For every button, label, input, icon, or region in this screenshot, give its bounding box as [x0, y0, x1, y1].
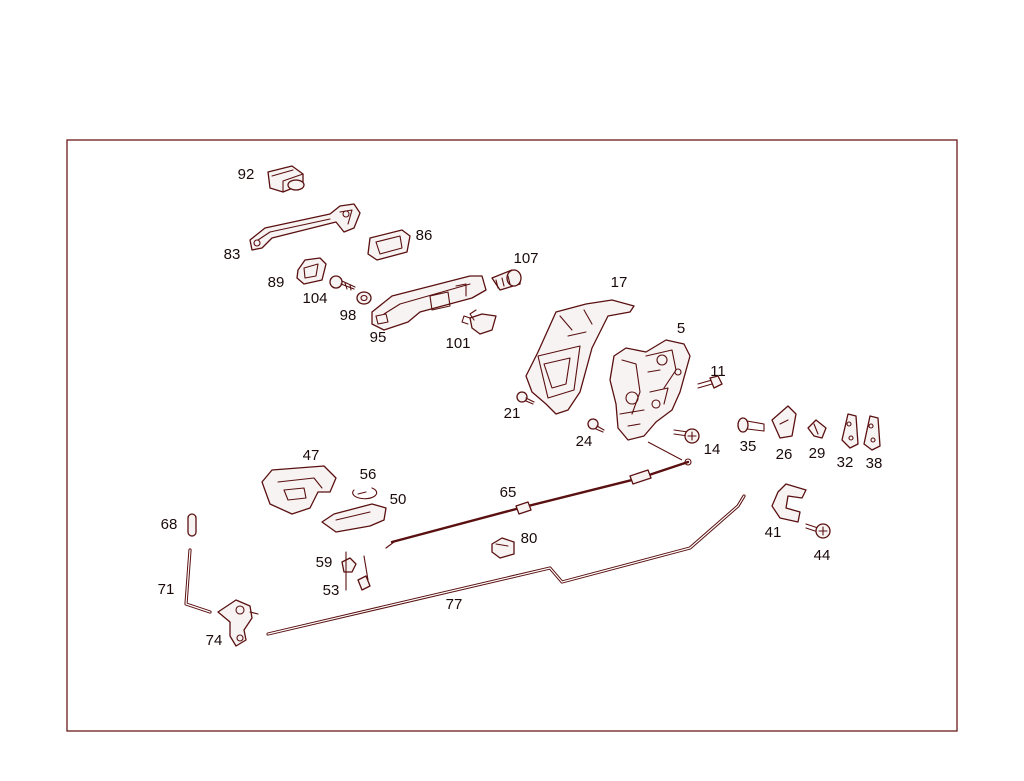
- callout-17: 17: [611, 274, 628, 291]
- part-26-retaining-clip: [771, 405, 797, 439]
- callout-50: 50: [390, 491, 407, 508]
- callout-56: 56: [360, 466, 377, 483]
- part-21-screw: [516, 391, 535, 405]
- part-11-screw: [697, 375, 723, 389]
- part-29-clip: [807, 419, 827, 439]
- callout-59: 59: [316, 554, 333, 571]
- part-92-lock-cylinder-cap: [267, 165, 305, 193]
- callout-95: 95: [370, 329, 387, 346]
- part-17-lock-bracket: [525, 299, 635, 415]
- part-101-spring-clip: [461, 309, 497, 335]
- callout-86: 86: [416, 227, 433, 244]
- callout-89: 89: [268, 274, 285, 291]
- callout-101: 101: [445, 335, 470, 352]
- callout-32: 32: [837, 454, 854, 471]
- callout-11: 11: [710, 363, 726, 380]
- callout-104: 104: [302, 290, 327, 307]
- part-44-screw: [805, 523, 831, 539]
- part-24-screw: [587, 418, 605, 433]
- part-5-door-lock: [609, 339, 691, 441]
- callout-44: 44: [814, 547, 831, 564]
- part-83-exterior-door-handle: [249, 203, 361, 251]
- callout-21: 21: [504, 405, 521, 422]
- part-65-bowden-cable: [385, 441, 692, 549]
- callout-80: 80: [521, 530, 538, 547]
- part-56-spring-clip: [352, 487, 378, 500]
- part-38-plate: [863, 415, 881, 451]
- callout-77: 77: [446, 596, 463, 613]
- callout-92: 92: [238, 166, 255, 183]
- part-47-interior-handle-housing: [261, 465, 337, 515]
- callout-5: 5: [677, 320, 685, 337]
- part-98-bushing: [356, 291, 372, 305]
- callout-47: 47: [303, 447, 320, 464]
- part-74-lever: [217, 599, 259, 647]
- part-95-handle-carrier: [371, 275, 487, 331]
- callout-24: 24: [576, 433, 593, 450]
- part-14-screw: [673, 428, 700, 444]
- callout-68: 68: [161, 516, 178, 533]
- part-80-clip: [491, 537, 515, 559]
- part-104-screw: [329, 275, 356, 291]
- callout-65: 65: [500, 484, 517, 501]
- callout-83: 83: [224, 246, 241, 263]
- callout-38: 38: [866, 455, 883, 472]
- callout-41: 41: [765, 524, 782, 541]
- callout-26: 26: [776, 446, 793, 463]
- callout-71: 71: [158, 581, 175, 598]
- callout-74: 74: [206, 632, 223, 649]
- callout-98: 98: [340, 307, 357, 324]
- part-68-locking-pin: [187, 513, 197, 537]
- part-35-bolt: [737, 417, 765, 433]
- part-77-connecting-rod: [266, 494, 746, 636]
- diagram-frame: [66, 139, 958, 732]
- part-89-clip: [296, 257, 327, 285]
- callout-35: 35: [740, 438, 757, 455]
- part-59-clip: [341, 557, 357, 573]
- part-53-rod-connector: [345, 551, 371, 591]
- callout-107: 107: [513, 250, 538, 267]
- part-71-locking-rod: [184, 548, 212, 614]
- part-41-bracket: [771, 483, 807, 523]
- part-107-screw: [491, 269, 522, 291]
- part-86-handle-bezel: [367, 229, 411, 261]
- part-32-plate: [841, 413, 859, 449]
- callout-14: 14: [704, 441, 721, 458]
- part-50-interior-handle-lever: [321, 503, 387, 533]
- callout-29: 29: [809, 445, 826, 462]
- callout-53: 53: [323, 582, 340, 599]
